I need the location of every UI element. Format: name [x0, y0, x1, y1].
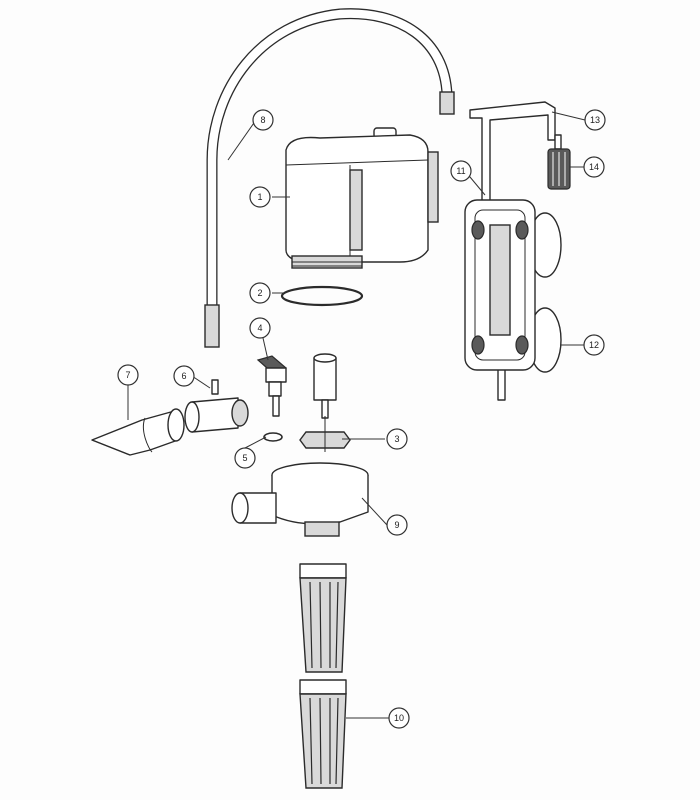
callout-14: 14 — [583, 156, 605, 178]
part-6-outlet-connector — [184, 379, 249, 433]
callout-5: 5 — [234, 447, 256, 469]
callout-5-label: 5 — [242, 453, 247, 463]
callout-2: 2 — [249, 282, 271, 304]
part-11-mounting-plate — [464, 199, 536, 371]
callout-6: 6 — [173, 365, 195, 387]
part-10-strainer-upper — [299, 563, 347, 673]
callout-14-label: 14 — [589, 162, 599, 172]
callout-13-label: 13 — [590, 115, 600, 125]
callout-3-label: 3 — [394, 434, 399, 444]
callout-12: 12 — [583, 334, 605, 356]
callout-10: 10 — [388, 707, 410, 729]
callout-11: 11 — [450, 160, 472, 182]
callout-8-label: 8 — [260, 115, 265, 125]
part-12-suction-cups — [528, 212, 562, 373]
part-14-adjust-knob — [547, 134, 571, 190]
callout-11-label: 11 — [456, 166, 465, 176]
callout-2-label: 2 — [257, 288, 262, 298]
part-2-o-ring — [280, 285, 364, 307]
part-9-pump-base — [231, 462, 369, 537]
callout-1-label: 1 — [257, 192, 262, 202]
callout-4: 4 — [249, 317, 271, 339]
callout-9-label: 9 — [394, 520, 399, 530]
callout-10-label: 10 — [394, 713, 404, 723]
callout-13: 13 — [584, 109, 606, 131]
part-7-nozzle — [91, 408, 185, 456]
callout-4-label: 4 — [257, 323, 262, 333]
part-4-flow-valve — [256, 355, 287, 417]
callout-6-label: 6 — [181, 371, 186, 381]
callout-3: 3 — [386, 428, 408, 450]
part-10-strainer-lower — [299, 679, 347, 789]
callout-9: 9 — [386, 514, 408, 536]
part-1-motor-housing — [285, 127, 439, 269]
part-8-tube — [204, 8, 455, 348]
callout-1: 1 — [249, 186, 271, 208]
part-5-washer — [263, 432, 283, 442]
callout-8: 8 — [252, 109, 274, 131]
callout-7-label: 7 — [125, 370, 130, 380]
callout-12-label: 12 — [589, 340, 599, 350]
part-3-impeller — [299, 353, 351, 452]
callout-7: 7 — [117, 364, 139, 386]
